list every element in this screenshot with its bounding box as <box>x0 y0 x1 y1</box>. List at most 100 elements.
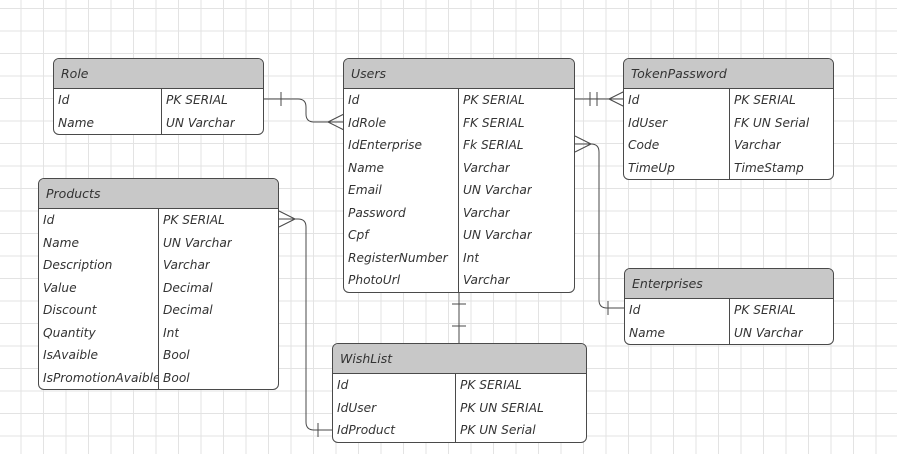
connector-products-wishlist <box>278 218 332 431</box>
column-type: Int <box>163 325 180 340</box>
column-name: Discount <box>39 299 159 322</box>
crowfoot-users-idrole <box>327 113 345 131</box>
column-row: Name UN Varchar <box>39 231 278 254</box>
column-row: Name Varchar <box>344 156 574 179</box>
column-row: Id PK SERIAL <box>625 299 833 322</box>
column-name: Id <box>39 209 159 232</box>
column-row: IsPromotionAvaible Bool <box>39 366 278 389</box>
column-name: Name <box>39 231 159 254</box>
column-type: Varchar <box>463 273 510 287</box>
column-row: Value Decimal <box>39 276 278 299</box>
column-name: Password <box>344 201 459 224</box>
column-name: IdUser <box>333 396 456 419</box>
column-type: PK UN Serial <box>460 423 536 437</box>
column-row: Id PK SERIAL <box>39 209 278 232</box>
column-name: IdRole <box>344 111 459 134</box>
column-row: Name UN Varchar <box>54 111 263 134</box>
column-type: Varchar <box>163 258 210 272</box>
column-type: UN Varchar <box>734 325 803 340</box>
entity-title: Enterprises <box>625 269 833 299</box>
column-type: Varchar <box>463 160 510 175</box>
column-name: Name <box>625 321 730 344</box>
column-name: IdUser <box>624 111 730 134</box>
entity-title: TokenPassword <box>624 59 833 89</box>
column-row: IsAvaible Bool <box>39 344 278 367</box>
column-type: PK SERIAL <box>163 213 225 227</box>
column-type: Varchar <box>734 138 781 152</box>
column-row: Quantity Int <box>39 321 278 344</box>
column-type: PK SERIAL <box>166 93 228 107</box>
column-row: IdUser FK UN Serial <box>624 111 833 134</box>
column-row: TimeUp TimeStamp <box>624 156 833 179</box>
crowfoot-products <box>278 210 296 228</box>
column-row: Code Varchar <box>624 134 833 157</box>
column-row: PhotoUrl Varchar <box>344 269 574 292</box>
column-name: Code <box>624 134 730 157</box>
column-type: PK SERIAL <box>460 378 522 392</box>
column-row: IdEnterprise Fk SERIAL <box>344 134 574 157</box>
column-name: Name <box>54 111 162 134</box>
column-type: Bool <box>163 370 190 385</box>
column-type: FK SERIAL <box>463 115 525 130</box>
column-type: TimeStamp <box>734 160 804 175</box>
connector-role-users <box>264 98 344 123</box>
column-row: Id PK SERIAL <box>624 89 833 112</box>
column-type: Decimal <box>163 280 213 295</box>
entity-title: Role <box>54 59 263 89</box>
entity-title: WishList <box>333 344 586 374</box>
column-name: Quantity <box>39 321 159 344</box>
column-row: Password Varchar <box>344 201 574 224</box>
column-row: Name UN Varchar <box>625 321 833 344</box>
column-row: Email UN Varchar <box>344 179 574 202</box>
column-name: Id <box>344 89 459 112</box>
column-name: Email <box>344 179 459 202</box>
column-name: Name <box>344 156 459 179</box>
column-name: PhotoUrl <box>344 269 459 292</box>
column-name: IdProduct <box>333 419 456 442</box>
column-type: UN Varchar <box>463 183 532 197</box>
entity-title: Products <box>39 179 278 209</box>
column-row: Id PK SERIAL <box>54 89 263 112</box>
column-name: Value <box>39 276 159 299</box>
column-type: PK SERIAL <box>734 93 796 107</box>
column-type: PK UN SERIAL <box>460 400 544 415</box>
column-row: Discount Decimal <box>39 299 278 322</box>
column-type: PK SERIAL <box>463 93 525 107</box>
column-name: Id <box>624 89 730 112</box>
crowfoot-users-identerprise <box>574 135 592 153</box>
column-type: PK SERIAL <box>734 303 796 317</box>
column-type: UN Varchar <box>166 115 235 130</box>
column-type: UN Varchar <box>163 235 232 250</box>
column-name: Id <box>625 299 730 322</box>
column-row: Id PK SERIAL <box>344 89 574 112</box>
crowfoot-token <box>608 90 626 108</box>
column-type: Decimal <box>163 303 213 317</box>
column-name: RegisterNumber <box>344 246 459 269</box>
column-name: Description <box>39 254 159 277</box>
entity-title: Users <box>344 59 574 89</box>
column-name: IdEnterprise <box>344 134 459 157</box>
column-type: Fk SERIAL <box>463 138 524 152</box>
column-name: Id <box>54 89 162 112</box>
column-name: Cpf <box>344 224 459 247</box>
column-row: IdUser PK UN SERIAL <box>333 396 586 419</box>
column-type: UN Varchar <box>463 228 532 242</box>
column-row: IdRole FK SERIAL <box>344 111 574 134</box>
column-type: Varchar <box>463 205 510 220</box>
column-row: Description Varchar <box>39 254 278 277</box>
column-row: IdProduct PK UN Serial <box>333 419 586 442</box>
column-name: TimeUp <box>624 156 730 179</box>
column-type: Bool <box>163 348 190 362</box>
column-name: IsAvaible <box>39 344 159 367</box>
column-type: FK UN Serial <box>734 115 810 130</box>
column-name: IsPromotionAvaible <box>39 366 159 389</box>
